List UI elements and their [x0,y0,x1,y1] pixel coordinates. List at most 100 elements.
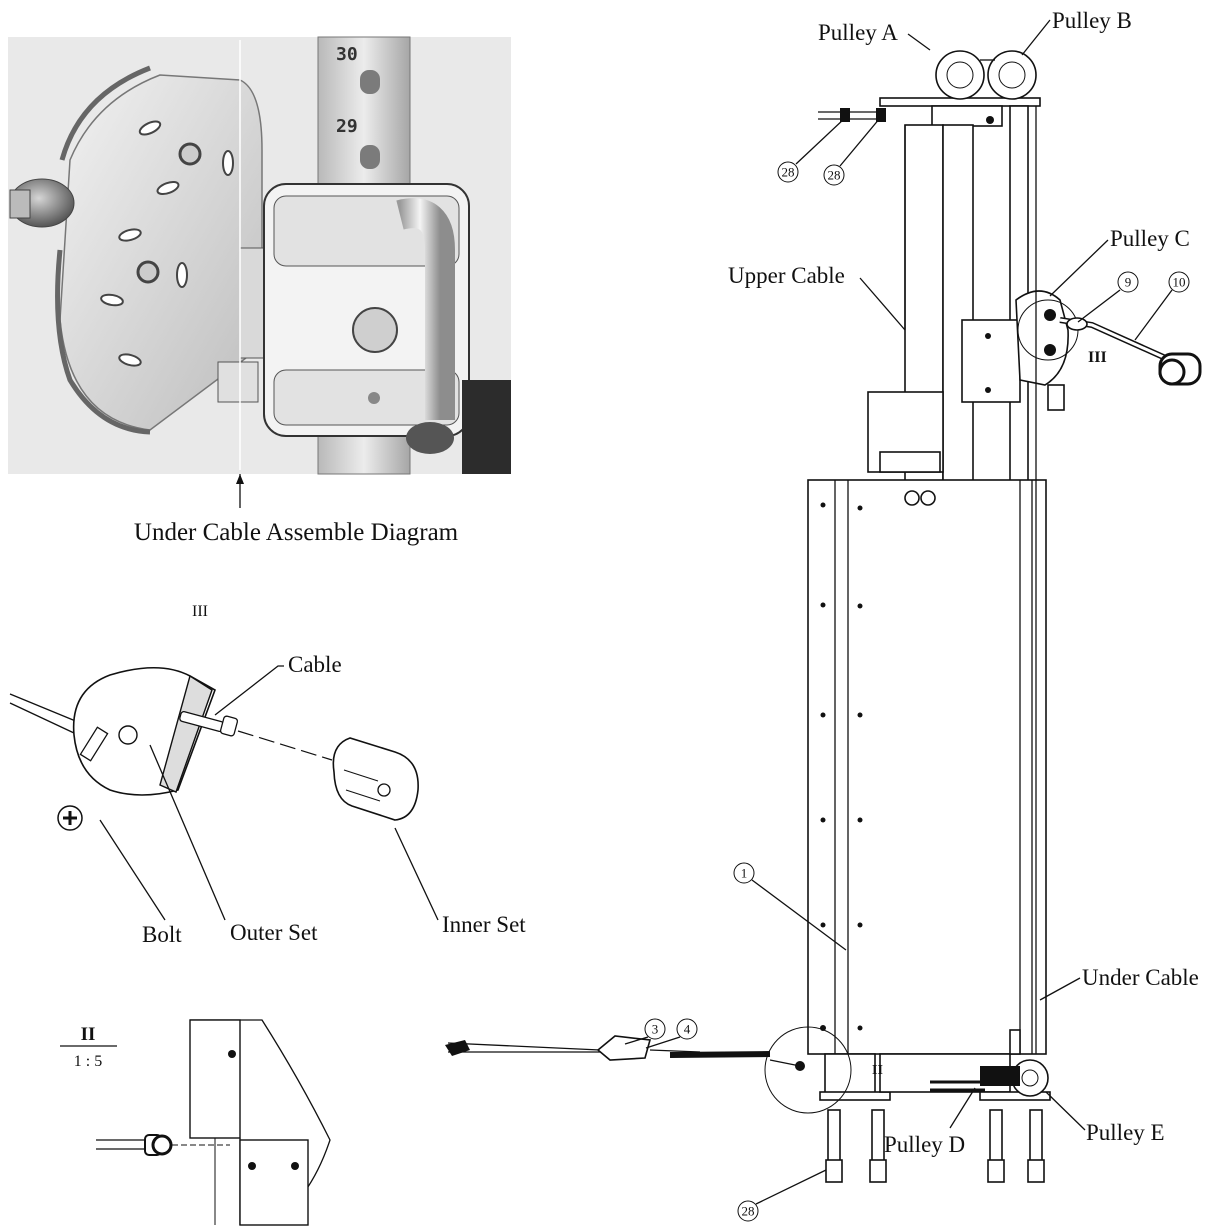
callout-9: 9 [1125,275,1132,290]
cable-ferrule-main [795,1061,805,1071]
detail-iii-title: III [192,603,208,620]
strap-connector [596,1035,652,1061]
detail-iii: III Cable Bolt Outer Set Inner Set [9,603,526,947]
cable-stud-head [219,715,239,737]
callout-3: 3 [652,1022,659,1037]
detail-ii-bolt-hole [291,1162,299,1170]
callouts: 28 28 9 10 1 3 4 28 [624,117,1190,1222]
post-pin [986,116,994,124]
carriage-screw [368,392,380,404]
caption-arrow [236,474,244,484]
pulley-b [987,50,1037,100]
pulley-c-slot [1044,344,1056,356]
photo-panel: 30 29 Un [8,36,511,546]
pivot-bracket [59,74,263,431]
post-hole [360,145,380,169]
bracket-slots [100,120,234,367]
outer-set-leader [149,744,226,921]
upper-post-mid [942,124,974,486]
dark-frame-part [462,380,511,474]
detail-ii-ref-label: II [872,1063,883,1078]
detail-cable-line [9,693,79,734]
chain-link [669,1051,771,1058]
bracket-bolt [136,260,160,284]
detail-ii-scale: 1 : 5 [74,1053,102,1070]
pop-pin-shaft [9,189,31,219]
weight-block-base [879,451,941,473]
bolt-label: Bolt [142,922,182,947]
carriage-hole [985,387,991,393]
detail-ii-base [239,1139,309,1226]
bracket-bolt [178,142,202,166]
post-number-top: 30 [336,44,358,65]
inner-set-hole [377,783,391,797]
main-tower [807,479,1047,1055]
callout-28-right: 28 [828,168,841,183]
cable-label: Cable [288,652,342,677]
detail-ii-bolt-hole [228,1050,236,1058]
detail-ii-title: II [81,1024,96,1045]
photo-caption: Under Cable Assemble Diagram [134,519,459,546]
main-machine: 28 28 9 10 1 3 4 28 Pulley A [445,8,1202,1222]
post-number-bottom: 29 [336,116,358,137]
inner-set-body [332,737,419,821]
under-cable-clip-main [1009,1029,1021,1055]
pulley-a [935,50,985,100]
pulley-a-leader [907,33,931,51]
top-roller [920,490,936,506]
callout-1: 1 [741,866,748,881]
cable-end-fitting [1066,317,1088,331]
under-cable-leader [1039,977,1081,1001]
handle-end-cap [406,422,454,454]
detail-ii: II 1 : 5 [60,1019,331,1226]
tower-bolt-holes [820,502,863,1031]
pulley-b-hub [998,61,1026,89]
pulley-e-leader [1045,1091,1086,1131]
chain-end [769,1059,801,1067]
handle-bar [396,198,455,420]
pulley-c-leader [1049,239,1109,297]
bracket-edge [59,65,151,161]
pulley-c-bracket [1015,290,1069,386]
strap-cable [447,1042,601,1053]
top-bolt-nut [876,108,886,122]
detail-ii-post [189,1019,241,1139]
pulley-c-slot [1044,309,1056,321]
carriage-roller [352,307,398,353]
pulley-d-leader [949,1087,976,1129]
detail-ii-bolt-hole [248,1162,256,1170]
callout-28-bottom: 28 [742,1204,755,1219]
assembly-dashed-line [237,730,333,761]
upper-cable-label: Upper Cable [728,263,845,288]
detail-ii-ref-circle [764,1026,852,1114]
carriage-hole [985,333,991,339]
pulley-d-label: Pulley D [884,1132,965,1157]
bolt-shank [79,726,109,762]
inner-set-leader [394,827,439,921]
detail-ii-ferrule [151,1134,173,1156]
detail-ii-cable [96,1139,145,1150]
pulley-a-label: Pulley A [818,20,898,45]
pulley-a-hub [946,61,974,89]
carriage-pin [1047,384,1065,411]
handle-grip-end [1158,358,1186,386]
pulley-d-bolt [930,1080,985,1092]
under-cable-label: Under Cable [1082,965,1199,990]
carriage-bottom [273,369,460,426]
bracket-edge [55,249,151,435]
outer-set-hole [118,725,138,745]
anchor-bolts [825,1109,1045,1183]
pulley-b-label: Pulley B [1052,8,1132,33]
pulley-c-label: Pulley C [1110,226,1190,251]
outer-set-label: Outer Set [230,920,318,945]
cable-leader [214,665,284,716]
inner-set-label: Inner Set [442,912,526,937]
pulley-e-label: Pulley E [1086,1120,1165,1145]
top-bolt-nut [840,108,850,122]
pulley-d-block [980,1066,1020,1086]
pulley-b-leader [1021,19,1051,56]
post-hole [360,70,380,94]
under-cable-clip [217,361,259,403]
upper-cable-leader [859,277,906,331]
